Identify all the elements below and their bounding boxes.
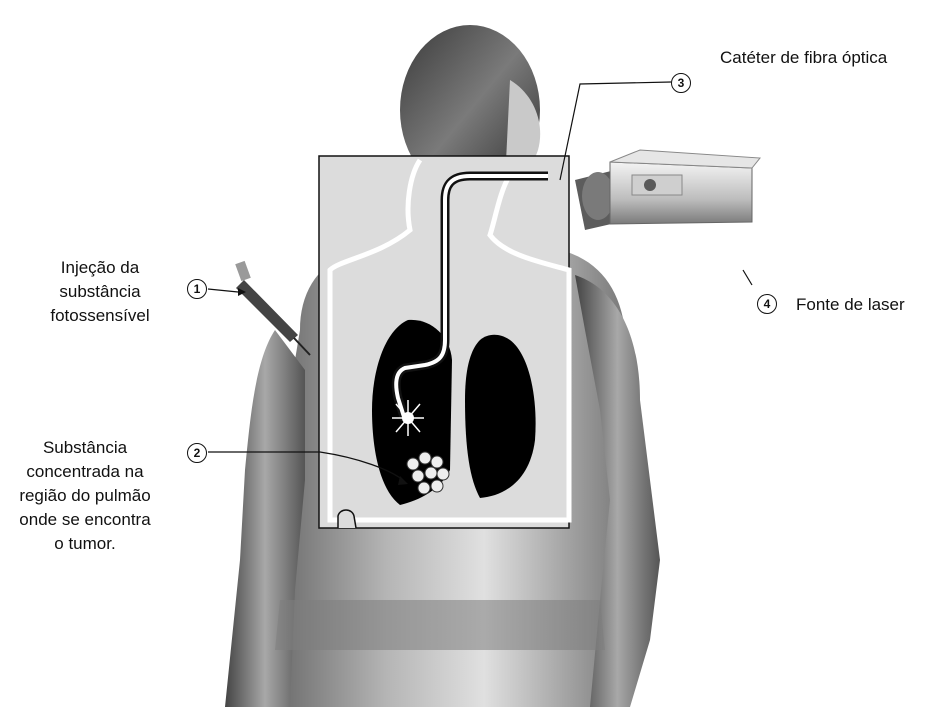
injection-label-line-3: fotossensível	[0, 304, 200, 328]
substance-label-line-1: Substância	[0, 436, 190, 460]
substance-label-line-4: onde se encontra	[0, 508, 190, 532]
laser-burst	[392, 400, 424, 436]
substance-label: Substância concentrada na região do pulm…	[0, 436, 190, 556]
leader-1	[208, 289, 238, 292]
injection-label-line-2: substância	[0, 280, 200, 304]
marker-2: 2	[187, 443, 207, 463]
marker-1: 1	[187, 279, 207, 299]
substance-label-line-2: concentrada na	[0, 460, 190, 484]
belt-band	[275, 600, 605, 650]
marker-4: 4	[757, 294, 777, 314]
substance-label-line-5: o tumor.	[0, 532, 190, 556]
schematic-panel	[319, 156, 569, 528]
laser-source	[575, 150, 760, 230]
substance-label-line-3: região do pulmão	[0, 484, 190, 508]
injection-label: Injeção da substância fotossensível	[0, 256, 200, 328]
catheter-label: Catéter de fibra óptica	[720, 46, 887, 70]
leader-4	[743, 270, 752, 285]
laser-label: Fonte de laser	[796, 293, 905, 317]
marker-3: 3	[671, 73, 691, 93]
injection-label-line-1: Injeção da	[0, 256, 200, 280]
